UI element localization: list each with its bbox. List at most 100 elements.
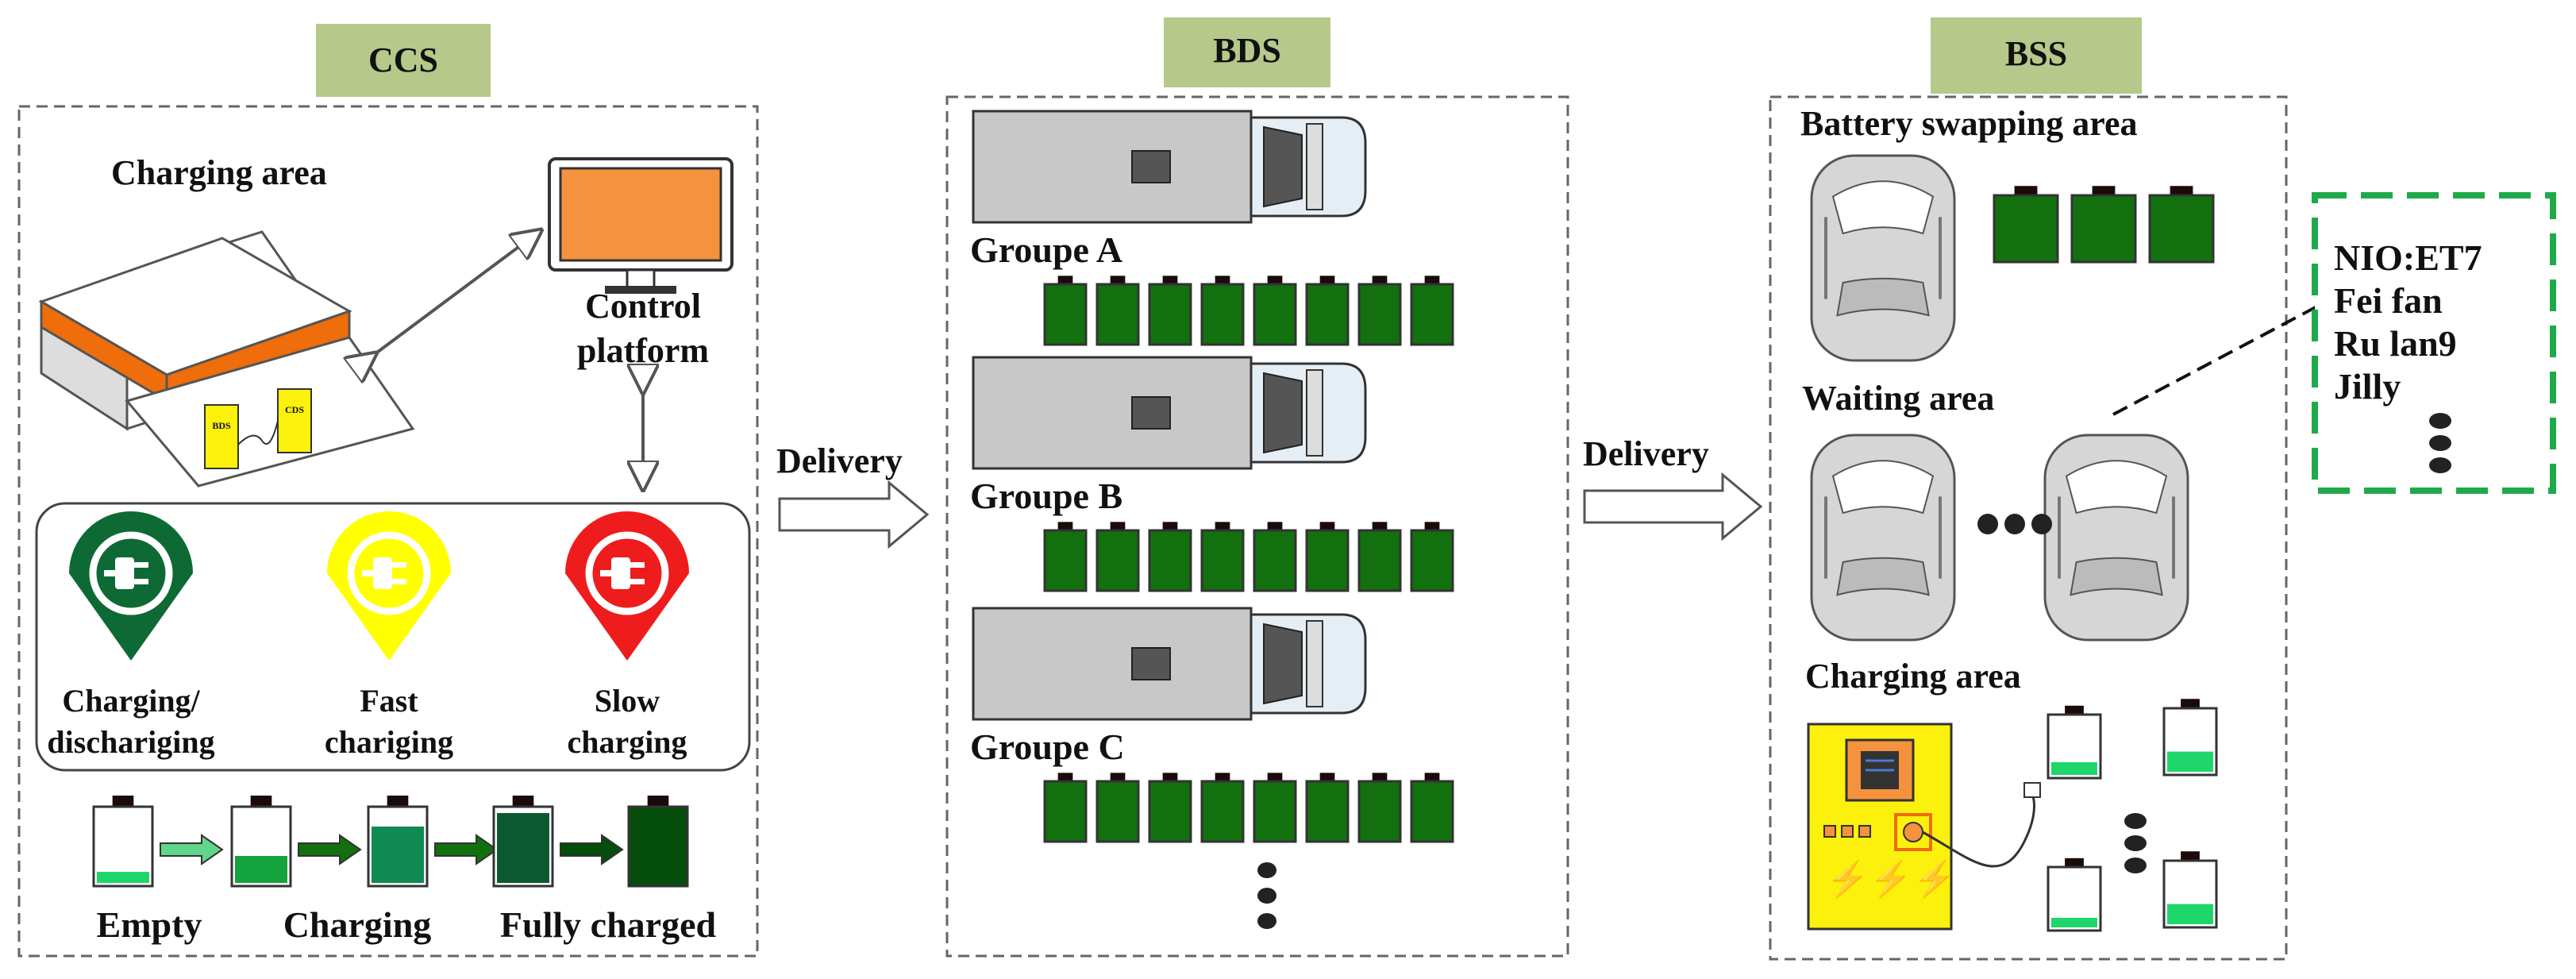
charge-state-battery-icon [627, 796, 689, 888]
bds-battery-icon [1043, 522, 1088, 592]
pin-label-line2: dischariging [47, 724, 214, 760]
svg-text:BDS: BDS [1213, 31, 1281, 70]
bds-battery-icon [1148, 773, 1192, 843]
ccs-charging-area-label: Charging area [111, 153, 327, 192]
charge-progress-arrow [434, 834, 499, 865]
svg-text:⚡⚡⚡: ⚡⚡⚡ [1826, 859, 1956, 900]
bss-swapping-area-label: Battery swapping area [1800, 104, 2138, 143]
delivery-label-1: Delivery [776, 441, 903, 480]
svg-text:BSS: BSS [2005, 34, 2067, 73]
charge-state-battery-icon [230, 796, 292, 888]
bds-battery-icon [1305, 773, 1350, 843]
pin-green-icon [69, 511, 193, 661]
bss-charge-dots [2124, 813, 2147, 873]
bds-battery-icon [1305, 276, 1350, 346]
charge-progress-arrow [560, 834, 624, 865]
ev-car-icon [2043, 434, 2189, 642]
waiting-dots [1977, 514, 2052, 534]
pin-label-line2: chariging [325, 724, 453, 760]
bds-panel [945, 95, 1569, 958]
control-platform-monitor-icon [548, 157, 734, 294]
vehicle-model-label: Ru lan9 [2334, 323, 2457, 364]
vehicle-model-label: Jilly [2334, 366, 2401, 407]
bss-waiting-area-label: Waiting area [1802, 379, 1994, 418]
bss-charging-area-label: Charging area [1805, 657, 2021, 696]
bds-battery-icon [1148, 522, 1192, 592]
bds-battery-icon [1410, 276, 1454, 346]
svg-text:CDS: CDS [285, 404, 304, 415]
vehicle-model-label: Fei fan [2334, 280, 2443, 321]
swap-battery-icon [2070, 186, 2137, 264]
charge-state-label: Fully charged [500, 904, 717, 945]
pin-label-line1: Charging/ [62, 683, 200, 719]
bss-panel [1769, 95, 2288, 961]
bss-tag: BSS [1931, 17, 2142, 94]
bds-battery-icon [1200, 276, 1245, 346]
bds-battery-icon [1095, 773, 1140, 843]
charge-state-label: Charging [283, 904, 432, 945]
building-platform-arrow [365, 238, 530, 361]
bds-battery-icon [1253, 522, 1297, 592]
ev-car-icon [1810, 434, 1956, 642]
bds-battery-icon [1200, 522, 1245, 592]
bds-group-label: Groupe C [970, 727, 1125, 767]
delivery-arrow-1 [778, 480, 930, 549]
bds-battery-icon [1357, 773, 1402, 843]
bds-battery-icon [1357, 276, 1402, 346]
charge-state-battery-icon [92, 796, 154, 888]
pin-label-line2: charging [567, 724, 687, 760]
charge-state-label: Empty [97, 904, 202, 945]
charging-battery-icon [2047, 858, 2102, 932]
bds-battery-icon [1305, 522, 1350, 592]
ccs-panel [17, 105, 759, 958]
swap-battery-icon [2148, 186, 2215, 264]
pin-red-icon [565, 511, 689, 661]
mini-charger-1-icon [204, 404, 239, 469]
bds-more-dots [1257, 862, 1276, 929]
delivery-arrow-2 [1583, 472, 1763, 542]
control-platform-label-1: Control [585, 287, 701, 326]
vehicle-model-label: NIO:ET7 [2334, 237, 2482, 278]
delivery-truck-icon [972, 607, 1367, 721]
bds-battery-icon [1253, 773, 1297, 843]
bds-battery-icon [1148, 276, 1192, 346]
bds-tag: BDS [1164, 17, 1330, 87]
bss-charging-station-icon: ⚡⚡⚡ [1807, 723, 2041, 931]
bds-group-label: Groupe B [970, 476, 1122, 516]
ccs-tag: CCS [316, 24, 491, 97]
swap-battery-icon [1993, 186, 2059, 264]
ev-car-icon [1810, 154, 1956, 362]
bds-battery-icon [1253, 276, 1297, 346]
charging-station-building: BDS CDS [38, 230, 415, 488]
charging-battery-icon [2162, 851, 2218, 929]
pin-legend-box [35, 502, 751, 772]
delivery-truck-icon [972, 356, 1367, 470]
pin-label-line1: Slow [595, 683, 660, 719]
charge-state-battery-icon [367, 796, 429, 888]
bds-battery-icon [1043, 773, 1088, 843]
callout-leader-line [2112, 300, 2327, 416]
bds-battery-icon [1043, 276, 1088, 346]
svg-text:BDS: BDS [212, 420, 231, 431]
svg-text:CCS: CCS [368, 40, 438, 79]
control-platform-label-2: platform [577, 331, 709, 370]
charging-battery-icon [2162, 699, 2218, 777]
delivery-truck-icon [972, 110, 1367, 224]
charge-progress-arrow [160, 834, 224, 865]
bds-battery-icon [1095, 522, 1140, 592]
pin-label-line1: Fast [360, 683, 418, 719]
bds-battery-icon [1410, 773, 1454, 843]
mini-charger-2-icon [277, 388, 312, 453]
bds-battery-icon [1095, 276, 1140, 346]
bds-battery-icon [1410, 522, 1454, 592]
charge-state-battery-icon [492, 796, 554, 888]
delivery-label-2: Delivery [1583, 434, 1709, 473]
charging-battery-icon [2047, 705, 2102, 780]
pin-yellow-icon [327, 511, 451, 661]
bds-battery-icon [1200, 773, 1245, 843]
bds-battery-icon [1357, 522, 1402, 592]
callout-more-dots [2429, 413, 2451, 473]
bds-group-label: Groupe A [970, 229, 1122, 270]
charge-progress-arrow [298, 834, 362, 865]
